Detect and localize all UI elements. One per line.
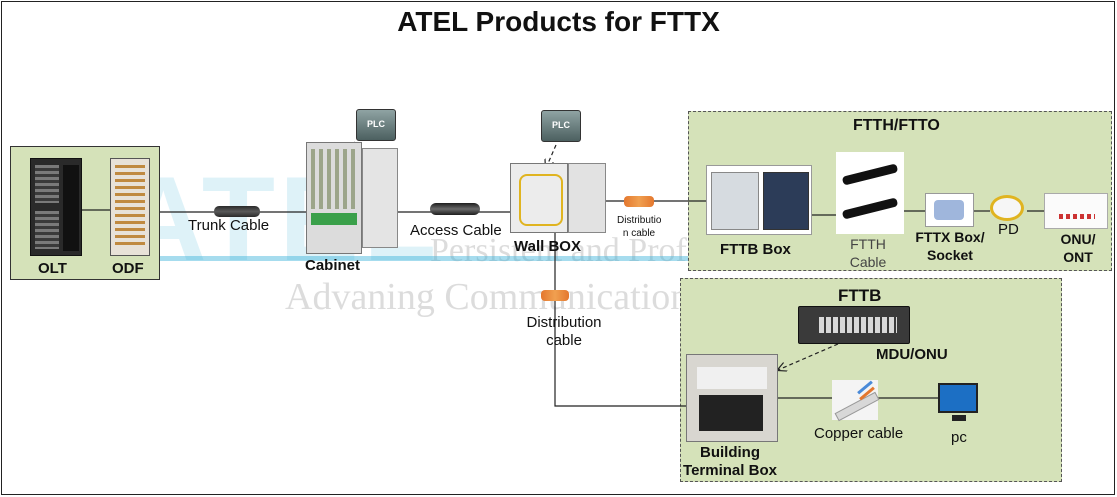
- pd-cord-icon: [990, 195, 1024, 221]
- page-title: ATEL Products for FTTX: [397, 6, 720, 37]
- ftth-cable-icon: [836, 152, 904, 234]
- ftth-cable-label-1: FTTH: [850, 236, 886, 252]
- copper-cable-label: Copper cable: [814, 425, 904, 442]
- arrow-mdu-building: [778, 343, 839, 370]
- building-terminal-box-icon: [686, 354, 778, 442]
- olt-label: OLT: [38, 260, 67, 277]
- fttb-box-icon: [706, 165, 812, 235]
- distribution-cable-small-label-2: n cable: [622, 228, 656, 239]
- pc-monitor-icon: [938, 383, 978, 413]
- plc-wallbox-label: PLC: [552, 120, 570, 130]
- wall-box-door-icon: [568, 163, 606, 233]
- distribution-cable-label-1: Distribution: [526, 314, 602, 331]
- pd-label: PD: [998, 221, 1019, 238]
- wall-box-label: Wall BOX: [514, 238, 581, 255]
- pc-stand-icon: [952, 415, 966, 421]
- zone-ftth-label: FTTH/FTTO: [853, 117, 940, 134]
- plc-cabinet-icon: [356, 109, 396, 141]
- ftth-cable-label-2: Cable: [849, 254, 887, 270]
- fttx-box-label-2: Socket: [927, 247, 973, 263]
- watermark-stripe: [120, 256, 740, 261]
- building-terminal-label-1: Building: [700, 444, 760, 461]
- onu-device-icon: [1044, 193, 1108, 229]
- olt-rack-icon: [30, 158, 82, 256]
- plc-wallbox-icon: [541, 110, 581, 142]
- distribution-cable-label-2: cable: [546, 332, 582, 349]
- fttx-box-icon: [925, 193, 974, 227]
- mdu-switch-icon: [798, 306, 910, 344]
- fttb-box-label: FTTB Box: [720, 241, 791, 258]
- distribution-cable-icon: [541, 290, 569, 301]
- plc-cabinet-label: PLC: [367, 119, 385, 129]
- onu-label-1: ONU/: [1060, 231, 1096, 247]
- zone-fttb-label: FTTB: [838, 286, 882, 305]
- access-cable-icon: [430, 203, 480, 215]
- building-terminal-label-2: Terminal Box: [683, 462, 777, 479]
- onu-label-2: ONT: [1063, 249, 1093, 265]
- cabinet-label: Cabinet: [305, 257, 361, 274]
- cabinet-icon: [306, 142, 362, 254]
- copper-cable-icon: [832, 380, 880, 422]
- cabinet-door-icon: [362, 148, 398, 248]
- distribution-cable-small-icon: [624, 196, 654, 207]
- distribution-cable-small-label-1: Distributio: [617, 215, 662, 226]
- odf-rack-icon: [110, 158, 150, 256]
- pc-label: pc: [951, 429, 967, 446]
- fttx-box-label-1: FTTX Box/: [915, 229, 985, 245]
- mdu-onu-label: MDU/ONU: [876, 346, 948, 363]
- wall-box-icon: [510, 163, 568, 233]
- trunk-cable-label: Trunk Cable: [188, 217, 270, 234]
- odf-label: ODF: [112, 260, 144, 277]
- access-cable-label: Access Cable: [410, 222, 502, 239]
- trunk-cable-icon: [214, 206, 260, 217]
